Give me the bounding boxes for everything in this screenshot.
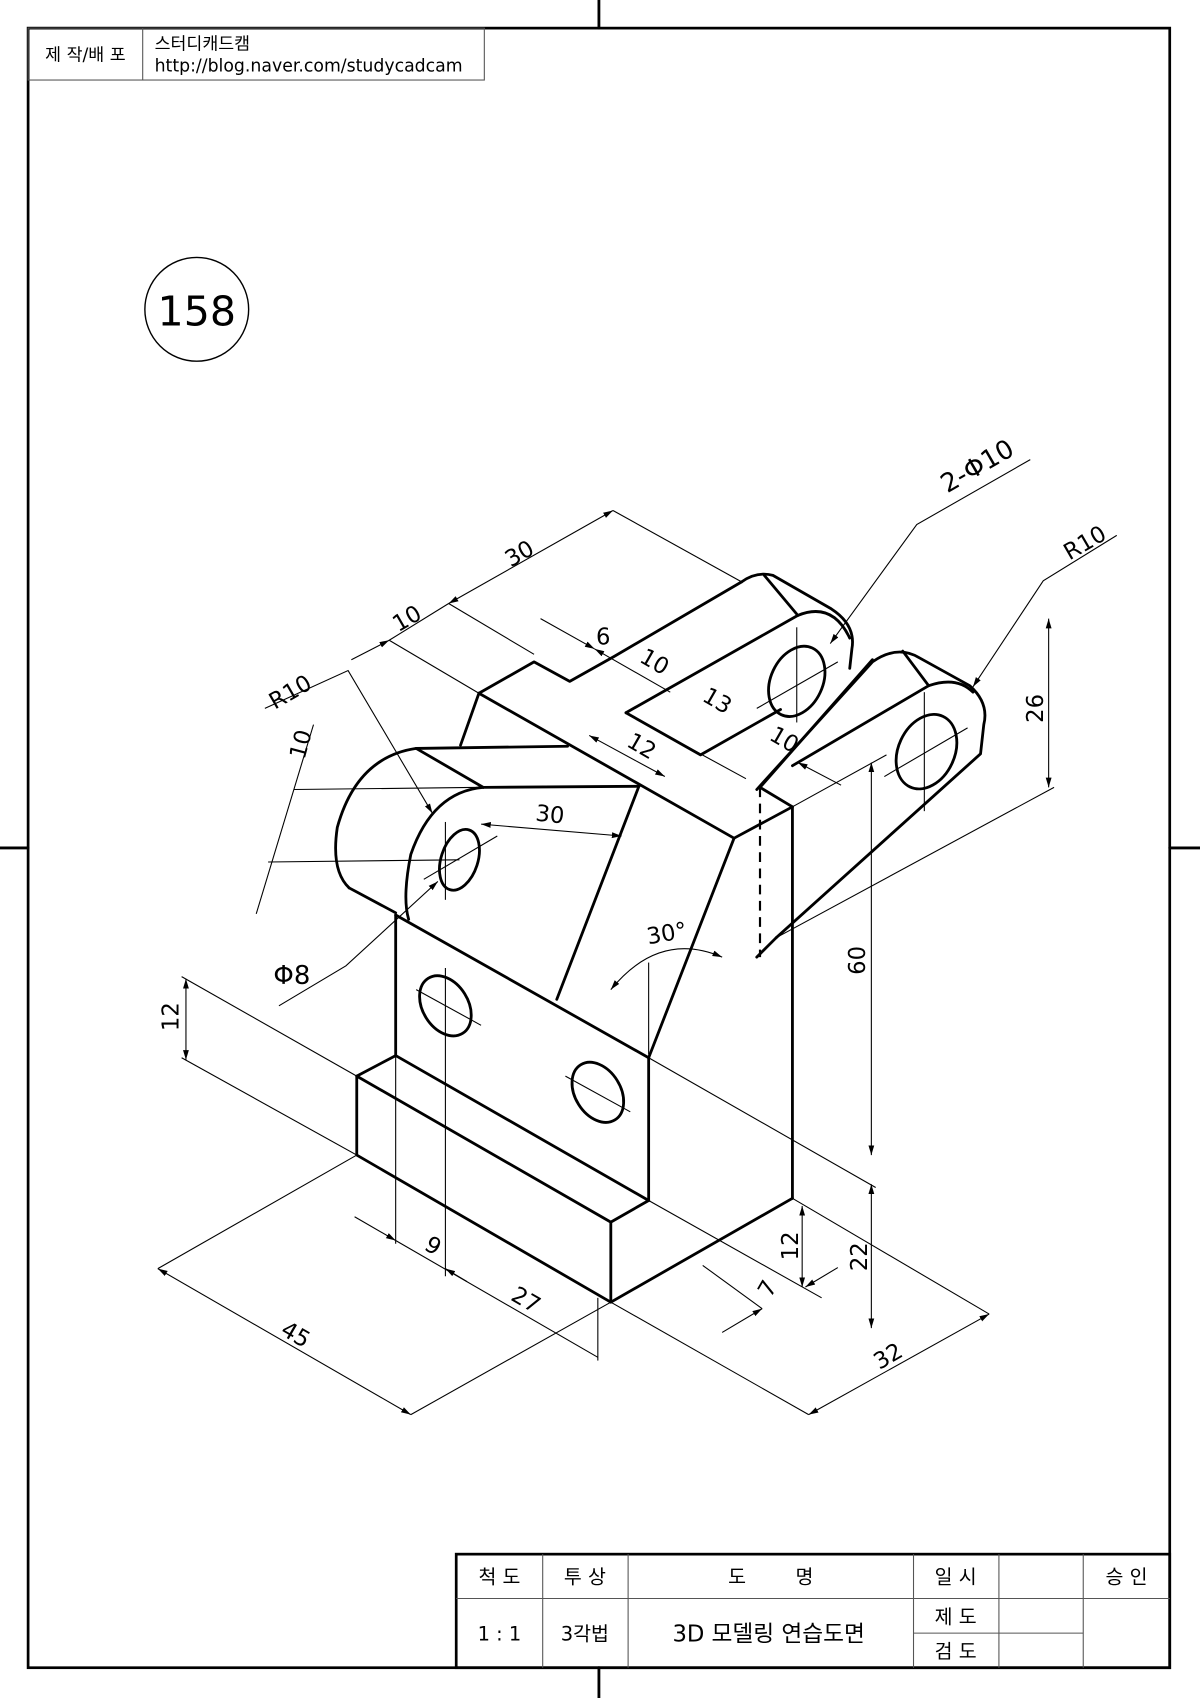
dim-lug-26: 26 xyxy=(1023,694,1049,723)
dim-height-60: 60 xyxy=(845,946,871,975)
dimension-labels: 30 10 R10 6 10 13 10 12 30 10 Φ8 30° 60 … xyxy=(158,434,1111,1375)
dim-r10-right: R10 xyxy=(1059,521,1111,566)
author-url[interactable]: http://blog.naver.com/studycadcam xyxy=(155,56,463,76)
drawing-number-badge: 158 xyxy=(144,256,250,362)
scale-label: 척 도 xyxy=(478,1565,520,1588)
holes xyxy=(415,627,968,1277)
drawing-number: 158 xyxy=(158,288,236,336)
dim-arm-30: 30 xyxy=(534,801,565,830)
dim-depth-32: 32 xyxy=(869,1338,907,1375)
dim-step-12: 12 xyxy=(778,1231,804,1260)
scale-value: 1 : 1 xyxy=(478,1623,522,1646)
projection-label: 투 상 xyxy=(564,1565,606,1588)
dim-slot-13: 13 xyxy=(698,683,736,720)
dim-r10-left: R10 xyxy=(265,670,317,715)
dim-top-10: 10 xyxy=(388,601,426,638)
drawing-name-label: 도 명 xyxy=(728,1565,813,1588)
dim-angle-30: 30° xyxy=(645,918,689,951)
dim-top-30: 30 xyxy=(501,536,539,573)
dimension-lines xyxy=(157,459,1118,1416)
projection-value: 3각법 xyxy=(561,1623,609,1646)
part-outline xyxy=(334,572,987,1304)
dim-base-12: 12 xyxy=(158,1002,184,1031)
dim-width-45: 45 xyxy=(276,1317,314,1354)
author-label: 제 작/배 포 xyxy=(45,46,126,66)
dim-hole-27: 27 xyxy=(507,1282,545,1319)
dim-step-7: 7 xyxy=(753,1276,783,1302)
dim-phi8: Φ8 xyxy=(273,961,310,991)
checked-label: 검 도 xyxy=(935,1640,977,1663)
approval-label: 승 인 xyxy=(1105,1565,1147,1588)
title-block: 척 도 투 상 도 명 일 시 승 인 1 : 1 3각법 3D 모델링 연습도… xyxy=(454,1552,1172,1670)
date-label: 일 시 xyxy=(935,1565,977,1588)
dim-notch-6: 6 xyxy=(596,625,610,651)
author-name: 스터디캐드캠 xyxy=(155,35,250,55)
dim-arm-10: 10 xyxy=(285,727,318,762)
drawing-name-value: 3D 모델링 연습도면 xyxy=(672,1622,864,1648)
dim-slot-12: 12 xyxy=(622,728,660,765)
drawn-label: 제 도 xyxy=(935,1605,977,1628)
dim-slot-10b: 10 xyxy=(765,722,803,759)
author-box: 제 작/배 포 스터디캐드캠 http://blog.naver.com/stu… xyxy=(27,27,485,81)
dim-base-22: 22 xyxy=(847,1242,873,1271)
